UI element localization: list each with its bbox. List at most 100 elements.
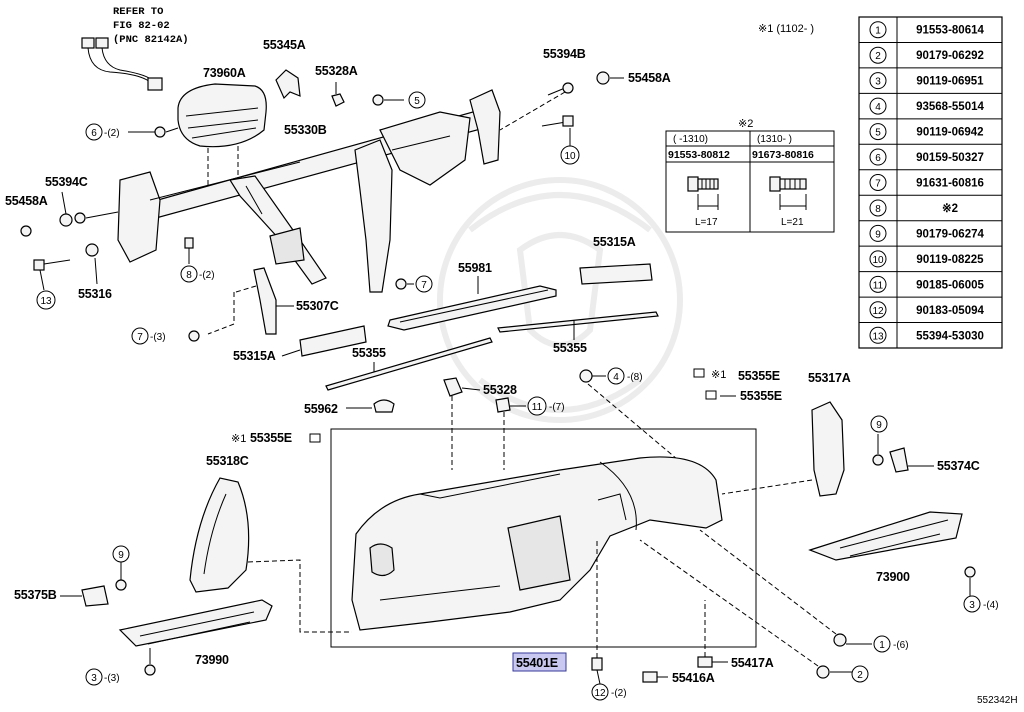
callout-1: 1 -(6) xyxy=(873,635,909,653)
svg-text:55355E: 55355E xyxy=(740,389,782,403)
svg-text:FIG 82-02: FIG 82-02 xyxy=(113,20,170,32)
part-table-index: 9 xyxy=(875,229,881,240)
label-55328a: 55328A xyxy=(315,64,358,78)
screw-7-mid xyxy=(395,278,414,290)
bolt-13 xyxy=(33,259,71,291)
callout-4: 4 -(8) xyxy=(607,367,643,385)
svg-text:L=21: L=21 xyxy=(781,217,804,228)
bracket-55345a xyxy=(275,69,301,100)
brace-55307c xyxy=(207,267,277,335)
callout-3-left: 3 -(3) xyxy=(85,668,120,686)
label-55981: 55981 xyxy=(458,261,492,275)
part-table-index-circle xyxy=(869,301,887,319)
nut-9-right xyxy=(872,434,884,466)
svg-text:9: 9 xyxy=(118,550,124,561)
svg-text:8: 8 xyxy=(186,270,192,281)
part-table-index-circle xyxy=(869,21,887,39)
label-73990: 73990 xyxy=(195,653,229,667)
part-table-index-circle xyxy=(869,46,887,64)
svg-text:-(2): -(2) xyxy=(104,128,120,139)
label-55318c: 55318C xyxy=(206,454,249,468)
callout-2: 2 xyxy=(851,665,869,683)
label-55458a-top: 55458A xyxy=(628,71,671,85)
figure-code: 552342H xyxy=(977,695,1018,706)
label-55345a: 55345A xyxy=(263,38,306,52)
tag-55355e-right-1: ※1 55355E xyxy=(693,368,780,383)
part-table-index: 5 xyxy=(875,128,881,139)
panel-part-number-highlight: 55401E xyxy=(512,652,567,672)
svg-text:( -1310): ( -1310) xyxy=(673,134,708,145)
part-table-number: 90119-06951 xyxy=(916,76,984,88)
screw-icon-l17 xyxy=(687,176,719,210)
wire-harness-icon xyxy=(81,37,163,91)
part-table-number: 90159-50327 xyxy=(916,152,984,164)
panel-55315a-left xyxy=(299,325,367,357)
part-table-number: ※2 xyxy=(942,202,958,215)
part-table-number: 91631-60816 xyxy=(916,178,984,190)
label-55315a-left: 55315A xyxy=(233,349,276,363)
label-55962: 55962 xyxy=(304,402,338,416)
part-table-index-circle xyxy=(869,199,887,217)
svg-text:55401E: 55401E xyxy=(516,656,558,670)
part-table-number: 90179-06292 xyxy=(916,50,984,62)
svg-text:10: 10 xyxy=(564,151,576,162)
part-table-index: 2 xyxy=(875,51,881,62)
screw-1 xyxy=(699,529,872,647)
instrument-panel-frame xyxy=(330,428,757,648)
part-table-number: 93568-55014 xyxy=(916,101,984,113)
instrument-panel-55401e xyxy=(351,456,723,631)
label-73900: 73900 xyxy=(876,570,910,584)
svg-text:(PNC 82142A): (PNC 82142A) xyxy=(113,34,189,46)
part-table-row: 2 90179-06292 xyxy=(859,41,1002,64)
part-table-index: 11 xyxy=(873,280,884,291)
bolt-6-left xyxy=(128,126,179,138)
label-55394b: 55394B xyxy=(543,47,586,61)
svg-text:(1310- ): (1310- ) xyxy=(757,134,792,145)
svg-text:4: 4 xyxy=(613,372,619,383)
tag-55355e-right-2: 55355E xyxy=(705,389,782,403)
part-table-index-circle xyxy=(869,275,887,293)
callout-6-left: 6 -(2) xyxy=(85,123,120,141)
svg-text:※2: ※2 xyxy=(738,118,753,130)
watermark-emblem xyxy=(437,177,683,423)
svg-text:7: 7 xyxy=(137,332,143,343)
label-55355-left: 55355 xyxy=(352,346,386,360)
label-55417a: 55417A xyxy=(731,656,774,670)
refer-note: REFER TO FIG 82-02 (PNC 82142A) xyxy=(113,6,189,46)
nut-4 xyxy=(579,369,691,471)
part-table-index-circle xyxy=(869,148,887,166)
screw-7-left xyxy=(188,330,200,342)
svg-text:2: 2 xyxy=(857,670,863,681)
part-table-row: 11 90185-06005 xyxy=(859,271,1002,293)
part-table-index-circle xyxy=(869,72,887,90)
label-55315a-right: 55315A xyxy=(593,235,636,249)
svg-text:3: 3 xyxy=(969,600,975,611)
part-table-index-circle xyxy=(869,97,887,115)
svg-text:-(3): -(3) xyxy=(104,673,120,684)
callout-8: 8 -(2) xyxy=(180,265,215,283)
svg-text:-(4): -(4) xyxy=(983,600,999,611)
clip-55417a xyxy=(697,600,728,668)
part-table-index: 3 xyxy=(875,77,881,88)
collar-55316 xyxy=(85,243,99,285)
svg-text:-(8): -(8) xyxy=(627,372,643,383)
part-table-number: 90119-06942 xyxy=(916,127,983,139)
defroster-nozzle-55981 xyxy=(387,285,557,331)
part-table-number: 90185-06005 xyxy=(916,279,984,291)
svg-text:-(2): -(2) xyxy=(611,688,627,699)
part-table-row: 8 ※2 xyxy=(859,194,1002,217)
panel-55315a-right xyxy=(579,263,653,285)
bolt-55394b xyxy=(499,82,574,131)
callout-9-left: 9 xyxy=(112,545,130,563)
part-table-index: 8 xyxy=(875,204,881,215)
screw-3-right xyxy=(964,566,976,596)
bolt-12 xyxy=(591,540,603,685)
svg-text:11: 11 xyxy=(532,402,543,413)
